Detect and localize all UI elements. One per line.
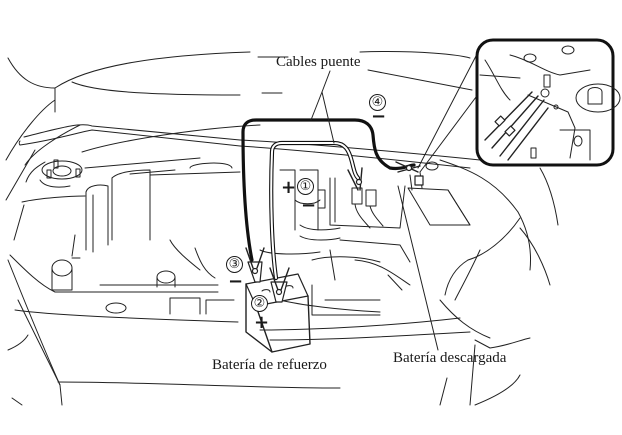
front-left-body <box>7 239 341 406</box>
engine-cover <box>13 162 241 259</box>
vehicle-clamps <box>347 161 439 191</box>
leader-lines <box>257 55 486 351</box>
booster-battery-label: Batería de refuerzo <box>212 357 327 373</box>
negative-clamp <box>245 247 265 283</box>
intake-parts <box>259 169 471 341</box>
dead-battery <box>317 171 471 286</box>
positive-clamp <box>269 267 290 303</box>
step-3-minus-sign: − <box>228 271 244 292</box>
cables-label: Cables puente <box>276 54 361 70</box>
step-1-marker: ① <box>297 178 314 195</box>
step-2-plus-sign: + <box>254 312 270 333</box>
dead-battery-minus-sign: − <box>301 195 317 216</box>
left-strut-tower <box>25 157 201 188</box>
hood-outline <box>5 51 471 201</box>
booster-clamps <box>245 247 290 303</box>
step-3-marker: ③ <box>226 256 243 273</box>
front-right-body <box>439 159 559 406</box>
step-4-minus-sign: − <box>371 106 387 127</box>
cowl-rail <box>18 124 481 169</box>
step-4-marker: ④ <box>369 94 386 111</box>
negative-cable <box>241 118 416 262</box>
dead-battery-label: Batería descargada <box>393 350 507 366</box>
step-1-plus-sign: + <box>281 177 297 198</box>
inset-detail <box>475 38 621 167</box>
step-2-marker: ② <box>251 295 268 312</box>
jumper-cables <box>241 118 416 281</box>
